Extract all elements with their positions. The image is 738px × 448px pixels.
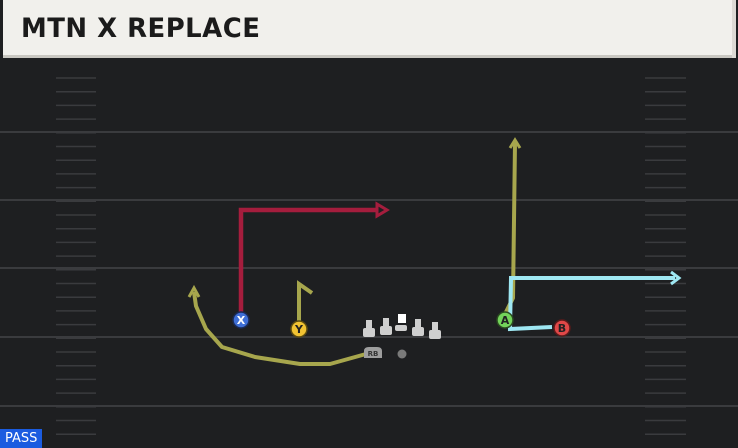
x-route bbox=[238, 207, 378, 316]
hash-marks-right bbox=[645, 77, 686, 435]
play-title: MTN X REPLACE bbox=[21, 13, 261, 44]
lineman-icon bbox=[363, 320, 375, 337]
football-field: RB X Y A B bbox=[0, 77, 738, 435]
yard-lines bbox=[0, 131, 738, 407]
y-route bbox=[297, 280, 314, 322]
player-x-label: X bbox=[237, 314, 246, 327]
lineman-icon bbox=[412, 319, 424, 336]
player-y-label: Y bbox=[294, 323, 304, 336]
b-route-arrow bbox=[670, 270, 682, 286]
offensive-line bbox=[363, 314, 441, 339]
lineman-icon bbox=[380, 318, 392, 335]
a-route bbox=[503, 142, 517, 315]
title-bar: MTN X REPLACE bbox=[3, 0, 736, 58]
hash-marks-left bbox=[56, 77, 96, 435]
player-y[interactable]: Y bbox=[290, 320, 308, 338]
player-a[interactable]: A bbox=[496, 311, 514, 329]
rb-route bbox=[192, 291, 367, 366]
running-back-icon: RB bbox=[364, 347, 382, 358]
x-route-arrow bbox=[375, 201, 390, 219]
quarterback-dot bbox=[397, 349, 407, 359]
rb-label: RB bbox=[368, 350, 379, 358]
rb-route-arrow bbox=[187, 284, 201, 298]
a-route-arrow bbox=[508, 137, 522, 149]
player-a-label: A bbox=[501, 314, 510, 327]
player-x[interactable]: X bbox=[232, 311, 250, 329]
b-route bbox=[507, 276, 675, 332]
center-icon bbox=[395, 314, 407, 331]
player-b-label: B bbox=[558, 322, 566, 335]
play-type-badge: PASS bbox=[0, 429, 43, 448]
lineman-icon bbox=[429, 322, 441, 339]
player-b[interactable]: B bbox=[553, 319, 571, 337]
